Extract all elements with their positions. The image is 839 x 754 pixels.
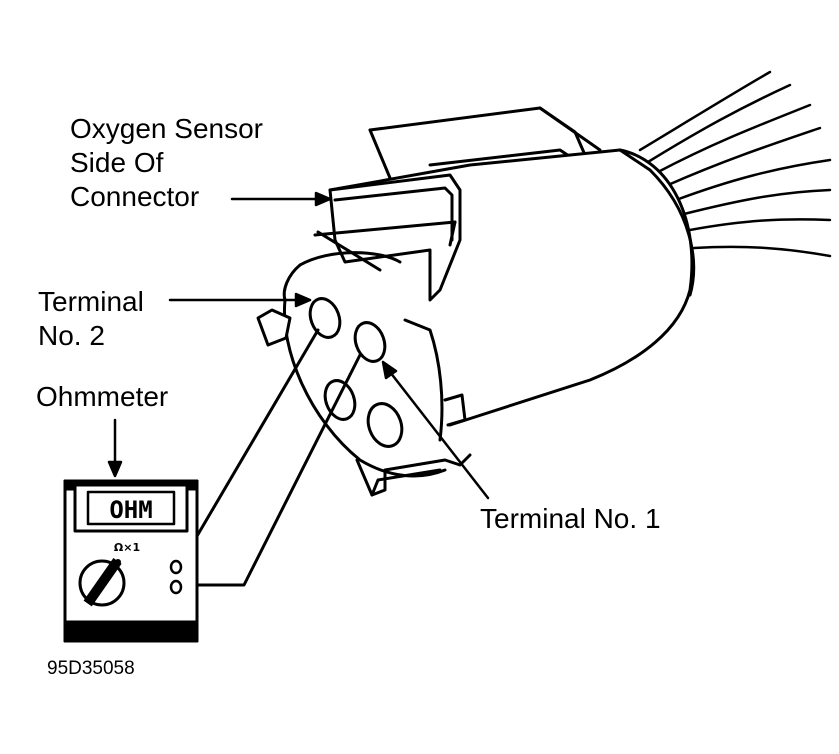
terminal-2-label-line-2: No. 2 <box>38 320 105 351</box>
oxygen-sensor-side-label: Oxygen Sensor Side Of Connector <box>70 112 263 214</box>
terminal-cavity-4 <box>366 402 404 448</box>
leader-lines <box>107 191 490 500</box>
sensor-label-line-3: Connector <box>70 181 200 212</box>
harness-wires <box>638 70 832 258</box>
ohmmeter-display-text: OHM <box>109 496 152 524</box>
ohmmeter-dial-index <box>115 559 121 565</box>
connector-body <box>256 106 696 497</box>
ohmmeter-range-label: Ω×1 <box>114 541 140 554</box>
ohmmeter: OHM Ω×1 <box>63 479 199 643</box>
sensor-label-line-1: Oxygen Sensor <box>70 113 263 144</box>
terminal-cavity-1 <box>353 321 387 363</box>
ohmmeter-bottom-bar <box>63 620 199 643</box>
ohmmeter-label: Ohmmeter <box>36 381 169 412</box>
ohmmeter-dial-pointer <box>83 558 122 607</box>
terminal-1-label: Terminal No. 1 <box>480 503 661 534</box>
ohmmeter-jack-upper <box>169 559 183 575</box>
ohmmeter-display <box>86 490 176 526</box>
sensor-label-line-2: Side Of <box>70 147 164 178</box>
terminal-cavity-2 <box>308 297 342 339</box>
terminal-2-label-line-1: Terminal <box>38 286 144 317</box>
terminal-2-label: Terminal No. 2 <box>38 285 144 353</box>
test-leads <box>178 328 362 587</box>
figure-code: 95D35058 <box>47 658 135 679</box>
ohmmeter-jack-lower <box>169 579 183 595</box>
lead-to-terminal-2 <box>178 328 320 567</box>
terminal-cavity-3 <box>323 379 357 421</box>
lead-to-terminal-1 <box>178 353 362 587</box>
